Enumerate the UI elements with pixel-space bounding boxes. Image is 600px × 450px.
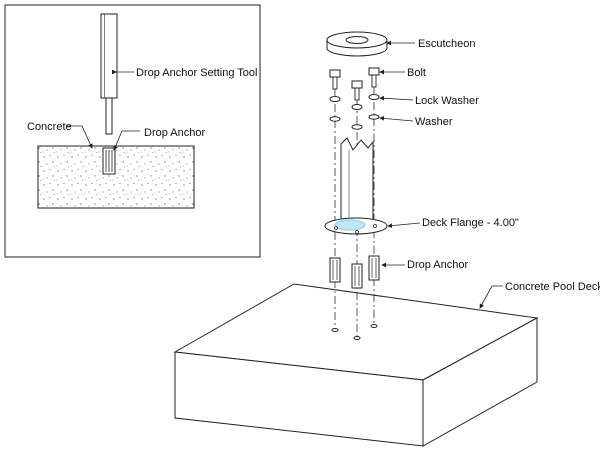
leader-deck-flange bbox=[387, 222, 421, 229]
label-deck-flange: Deck Flange - 4.00" bbox=[422, 217, 519, 229]
bolt-icon bbox=[351, 80, 363, 101]
deck-hole bbox=[353, 336, 361, 340]
leader-detail-drop-anchor bbox=[113, 130, 140, 151]
bolt-icon bbox=[329, 69, 341, 90]
label-lock-washer: Lock Washer bbox=[415, 95, 479, 107]
drop-anchor-icon bbox=[368, 255, 380, 281]
detail-view: Drop Anchor Setting Tool Concrete Drop A… bbox=[4, 4, 261, 258]
label-bolt: Bolt bbox=[407, 67, 426, 79]
post-icon bbox=[340, 137, 374, 223]
leader-concrete bbox=[66, 125, 93, 149]
label-washer: Washer bbox=[415, 116, 453, 128]
label-drop-anchor: Drop Anchor bbox=[407, 259, 468, 271]
exploded-leaders bbox=[379, 40, 503, 309]
deck-flange-icon bbox=[324, 217, 388, 235]
detail-drop-anchor-icon bbox=[102, 147, 116, 175]
leader-pool-deck bbox=[479, 285, 503, 309]
label-setting-tool: Drop Anchor Setting Tool bbox=[136, 67, 257, 79]
deck-hole bbox=[370, 324, 378, 328]
label-concrete: Concrete bbox=[27, 121, 72, 133]
bolt-icon bbox=[368, 67, 380, 88]
flange-highlight bbox=[334, 219, 366, 231]
drop-anchor-icon bbox=[329, 257, 341, 283]
deck-hole bbox=[331, 328, 339, 332]
detail-concrete-block bbox=[37, 145, 195, 209]
label-escutcheon: Escutcheon bbox=[418, 38, 475, 50]
label-concrete-pool-deck: Concrete Pool Deck bbox=[505, 281, 600, 293]
label-detail-drop-anchor: Drop Anchor bbox=[144, 127, 205, 139]
deck-side-face bbox=[422, 317, 538, 447]
escutcheon-icon bbox=[326, 31, 388, 57]
lock-washer-icon bbox=[329, 94, 380, 110]
leader-washer bbox=[379, 115, 414, 122]
washer-icon bbox=[329, 114, 380, 130]
concrete-pool-deck bbox=[173, 283, 539, 447]
leader-lock-washer bbox=[379, 95, 414, 101]
drop-anchor-setting-tool-icon bbox=[100, 13, 118, 135]
drop-anchor-icon bbox=[351, 263, 363, 289]
